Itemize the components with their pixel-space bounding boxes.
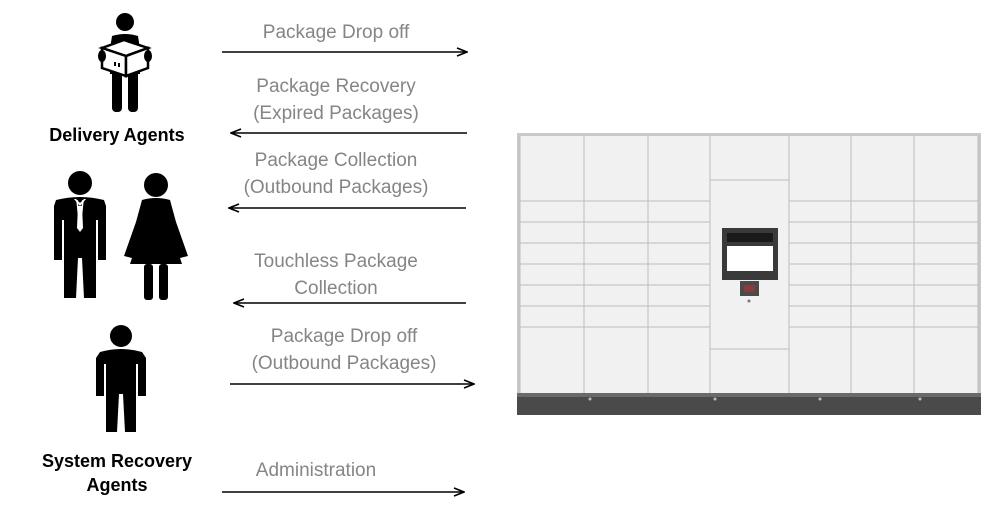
- flow-label-touchless-line2: Collection: [294, 278, 378, 299]
- system-recovery-agents-line1: System Recovery: [41, 451, 193, 471]
- flow-label-drop-off-outbound-line1: Package Drop off: [270, 326, 418, 347]
- delivery-agent-icon: [98, 13, 152, 112]
- flow-label-collection: Package Collection (Outbound Packages): [236, 147, 436, 201]
- flow-label-drop-off-outbound: Package Drop off (Outbound Packages): [244, 323, 444, 377]
- person-icon: [96, 325, 146, 432]
- flow-label-touchless: Touchless Package Collection: [236, 248, 436, 302]
- flow-label-recovery-line1: Package Recovery: [256, 76, 416, 97]
- flow-label-administration: Administration: [255, 460, 377, 481]
- flow-label-drop-off: Package Drop off: [262, 22, 410, 43]
- flow-label-recovery-line2: (Expired Packages): [253, 103, 419, 124]
- woman-icon: [124, 173, 188, 300]
- flow-label-drop-off-outbound-line2: (Outbound Packages): [251, 353, 437, 374]
- delivery-agents-label: Delivery Agents: [49, 125, 185, 145]
- system-recovery-agents-line2: Agents: [86, 475, 148, 495]
- flow-label-collection-line1: Package Collection: [254, 150, 418, 171]
- system-recovery-agents-label: System Recovery Agents: [22, 449, 212, 497]
- flow-label-collection-line2: (Outbound Packages): [243, 177, 429, 198]
- flow-label-recovery: Package Recovery (Expired Packages): [236, 73, 436, 127]
- man-icon: [54, 171, 106, 298]
- flow-label-touchless-line1: Touchless Package: [254, 251, 418, 272]
